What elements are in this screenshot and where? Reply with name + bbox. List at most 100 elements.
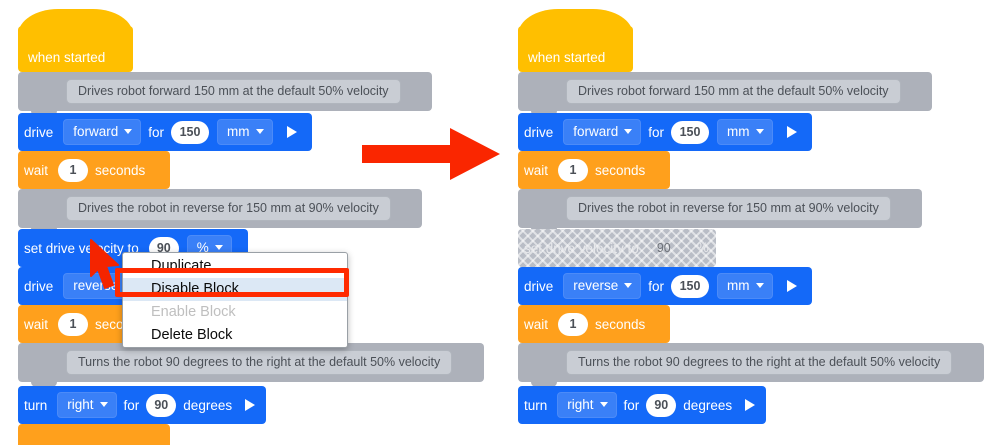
dropdown-value: right [567,396,594,412]
input-distance[interactable]: 150 [671,120,710,144]
menu-item-enable-block: Enable Block [151,304,236,320]
block-verb: wait [524,162,549,178]
input-velocity[interactable]: 90 [656,241,671,255]
block-comment[interactable]: Drives robot forward 150 mm at the defau… [518,72,932,116]
input-degrees[interactable]: 90 [646,393,677,417]
comment-text: Drives robot forward 150 mm at the defau… [66,78,401,105]
block-notch [531,382,557,387]
chevron-down-icon [599,402,608,407]
block-comment[interactable]: Turns the robot 90 degrees to the right … [518,343,984,387]
block-when-started[interactable]: when started [518,9,633,77]
input-seconds[interactable]: 1 [58,312,89,336]
input-distance[interactable]: 150 [171,120,210,144]
dropdown-unit[interactable]: mm [217,118,273,146]
dropdown-direction[interactable]: forward [63,118,142,146]
input-seconds[interactable]: 1 [558,312,589,336]
block-unit-label: seconds [95,162,146,178]
block-when-started[interactable]: when started [18,9,133,77]
dropdown-value: right [67,396,94,412]
block-turn-right[interactable]: turn right for 90 degrees [18,386,266,429]
block-comment[interactable]: Drives the robot in reverse for 150 mm a… [518,189,922,233]
block-for-label: for [623,397,640,413]
panel-before-disable: when started Drives robot forward 150 mm… [18,9,484,445]
block-unit-label: degrees [183,397,233,413]
block-comment[interactable]: Drives the robot in reverse for 150 mm a… [18,189,422,233]
chevron-down-icon [624,129,633,134]
input-seconds[interactable]: 1 [558,158,589,182]
block-for-label: for [123,397,140,413]
block-notch [31,382,57,387]
dropdown-direction[interactable]: right [57,391,117,419]
block-drive-forward[interactable]: drive forward for 150 mm [518,113,812,156]
block-verb: drive [524,278,554,294]
dropdown-value: mm [227,123,250,139]
dropdown-direction[interactable]: right [557,391,617,419]
panel-after-disable: when started Drives robot forward 150 mm… [500,0,997,445]
block-drive-reverse[interactable]: drive reverse for 150 mm [518,267,812,310]
chevron-down-icon [124,129,133,134]
block-for-label: for [148,124,165,140]
chevron-down-icon [214,245,223,250]
dropdown-unit[interactable]: mm [717,118,773,146]
dropdown-unit[interactable]: % [687,235,716,262]
block-verb: turn [24,397,48,413]
comment-text: Turns the robot 90 degrees to the right … [66,349,453,376]
block-verb: wait [24,162,49,178]
block-label: set drive velocity to [24,240,139,256]
block-unit-label: degrees [683,397,733,413]
block-verb: wait [524,316,549,332]
block-set-drive-velocity-disabled[interactable]: set drive velocity to 90 % [518,229,716,267]
block-wait[interactable]: wait 1 seconds [18,151,170,194]
chevron-down-icon [755,129,764,134]
chevron-down-icon [714,245,716,250]
input-seconds[interactable]: 1 [58,158,89,182]
dropdown-value: % [196,239,209,255]
block-label: set drive velocity to [524,240,639,256]
menu-item-duplicate[interactable]: Duplicate [151,258,212,274]
block-verb: drive [24,278,54,294]
block-wait[interactable]: wait 1 seconds [518,305,670,348]
comment-text: Drives the robot in reverse for 150 mm a… [566,195,891,222]
dropdown-value: mm [727,123,750,139]
play-icon[interactable] [286,126,297,138]
block-drive-forward[interactable]: drive forward for 150 mm [18,113,312,156]
block-turn-right[interactable]: turn right for 90 degrees [518,386,766,424]
play-icon[interactable] [786,280,797,292]
block-for-label: for [648,278,665,294]
play-icon[interactable] [745,399,756,411]
dropdown-value: % [696,239,709,255]
play-icon[interactable] [786,126,797,138]
block-label: when started [528,50,606,65]
block-verb: wait [24,316,49,332]
chevron-down-icon [624,283,633,288]
block-verb: turn [524,397,548,413]
block-clipped-next[interactable] [18,424,170,445]
dropdown-direction[interactable]: reverse [563,272,642,300]
block-comment[interactable]: Drives robot forward 150 mm at the defau… [18,72,432,116]
dropdown-value: reverse [573,277,619,293]
chevron-down-icon [99,402,108,407]
dropdown-unit[interactable]: mm [717,272,773,300]
transition-arrow-icon [362,128,500,180]
dropdown-direction[interactable]: forward [563,118,642,146]
menu-item-disable-block[interactable]: Disable Block [123,278,347,301]
comment-text: Drives robot forward 150 mm at the defau… [566,78,901,105]
comment-text: Turns the robot 90 degrees to the right … [566,349,953,376]
mouse-pointer-icon [90,239,119,289]
block-unit-label: seconds [595,316,646,332]
context-menu[interactable]: Duplicate Disable Block Enable Block Del… [122,252,348,348]
block-for-label: for [648,124,665,140]
block-label: when started [28,50,106,65]
block-verb: drive [524,124,554,140]
block-wait[interactable]: wait 1 seconds [518,151,670,194]
input-degrees[interactable]: 90 [146,393,177,417]
dropdown-value: forward [573,123,619,139]
menu-item-delete-block[interactable]: Delete Block [151,327,233,343]
comment-text: Drives the robot in reverse for 150 mm a… [66,195,391,222]
play-icon[interactable] [245,399,256,411]
input-distance[interactable]: 150 [671,274,710,298]
chevron-down-icon [255,129,264,134]
block-comment[interactable]: Turns the robot 90 degrees to the right … [18,343,484,387]
dropdown-value: mm [727,277,750,293]
block-unit-label: seconds [595,162,646,178]
